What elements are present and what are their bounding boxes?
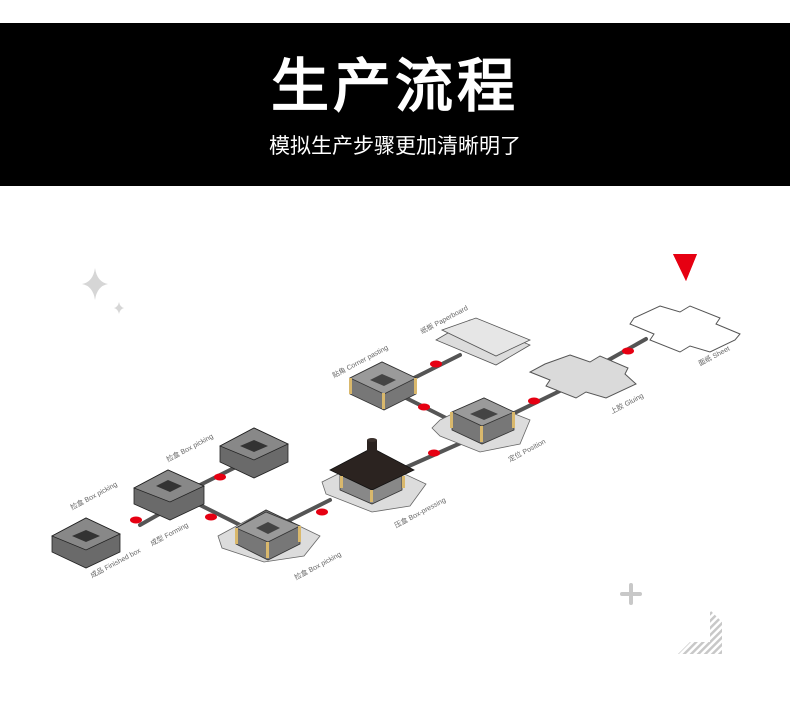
step-paperboard: 纸板 Paperboard [419,303,531,366]
label-box-picking-2: 捡盒 Box picking [165,431,215,463]
step-position: 定位 Position [431,397,547,464]
start-arrow-icon [673,254,697,281]
header-banner: 生产流程 模拟生产步骤更加清晰明了 [0,23,790,186]
small-sparkle-icon [114,302,124,314]
step-finished-box: 捡盒 Box picking 成品 Finished box [51,479,143,580]
step-forming: 成型 Forming [133,469,205,548]
striped-corner-icon [678,610,722,654]
sparkle-icon [82,268,108,300]
label-box-picking-3: 捡盒 Box picking [69,479,119,511]
step-corner-pasting: 贴角 Corner pasting [331,343,417,411]
production-flow-diagram: 面纸 Sheet 上胶 Gluing 定位 Position 纸板 Paperb… [51,254,741,654]
step-gluing: 上胶 Gluing [528,354,645,416]
step-box-picking-1: 捡盒 Box picking [217,509,343,582]
page-subtitle: 模拟生产步骤更加清晰明了 [269,134,521,158]
flow-nodes [130,347,634,524]
page-title: 生产流程 [270,52,519,120]
plus-icon [620,583,642,605]
step-sheet: 面纸 Sheet [629,305,741,368]
label-forming: 成型 Forming [149,520,190,548]
